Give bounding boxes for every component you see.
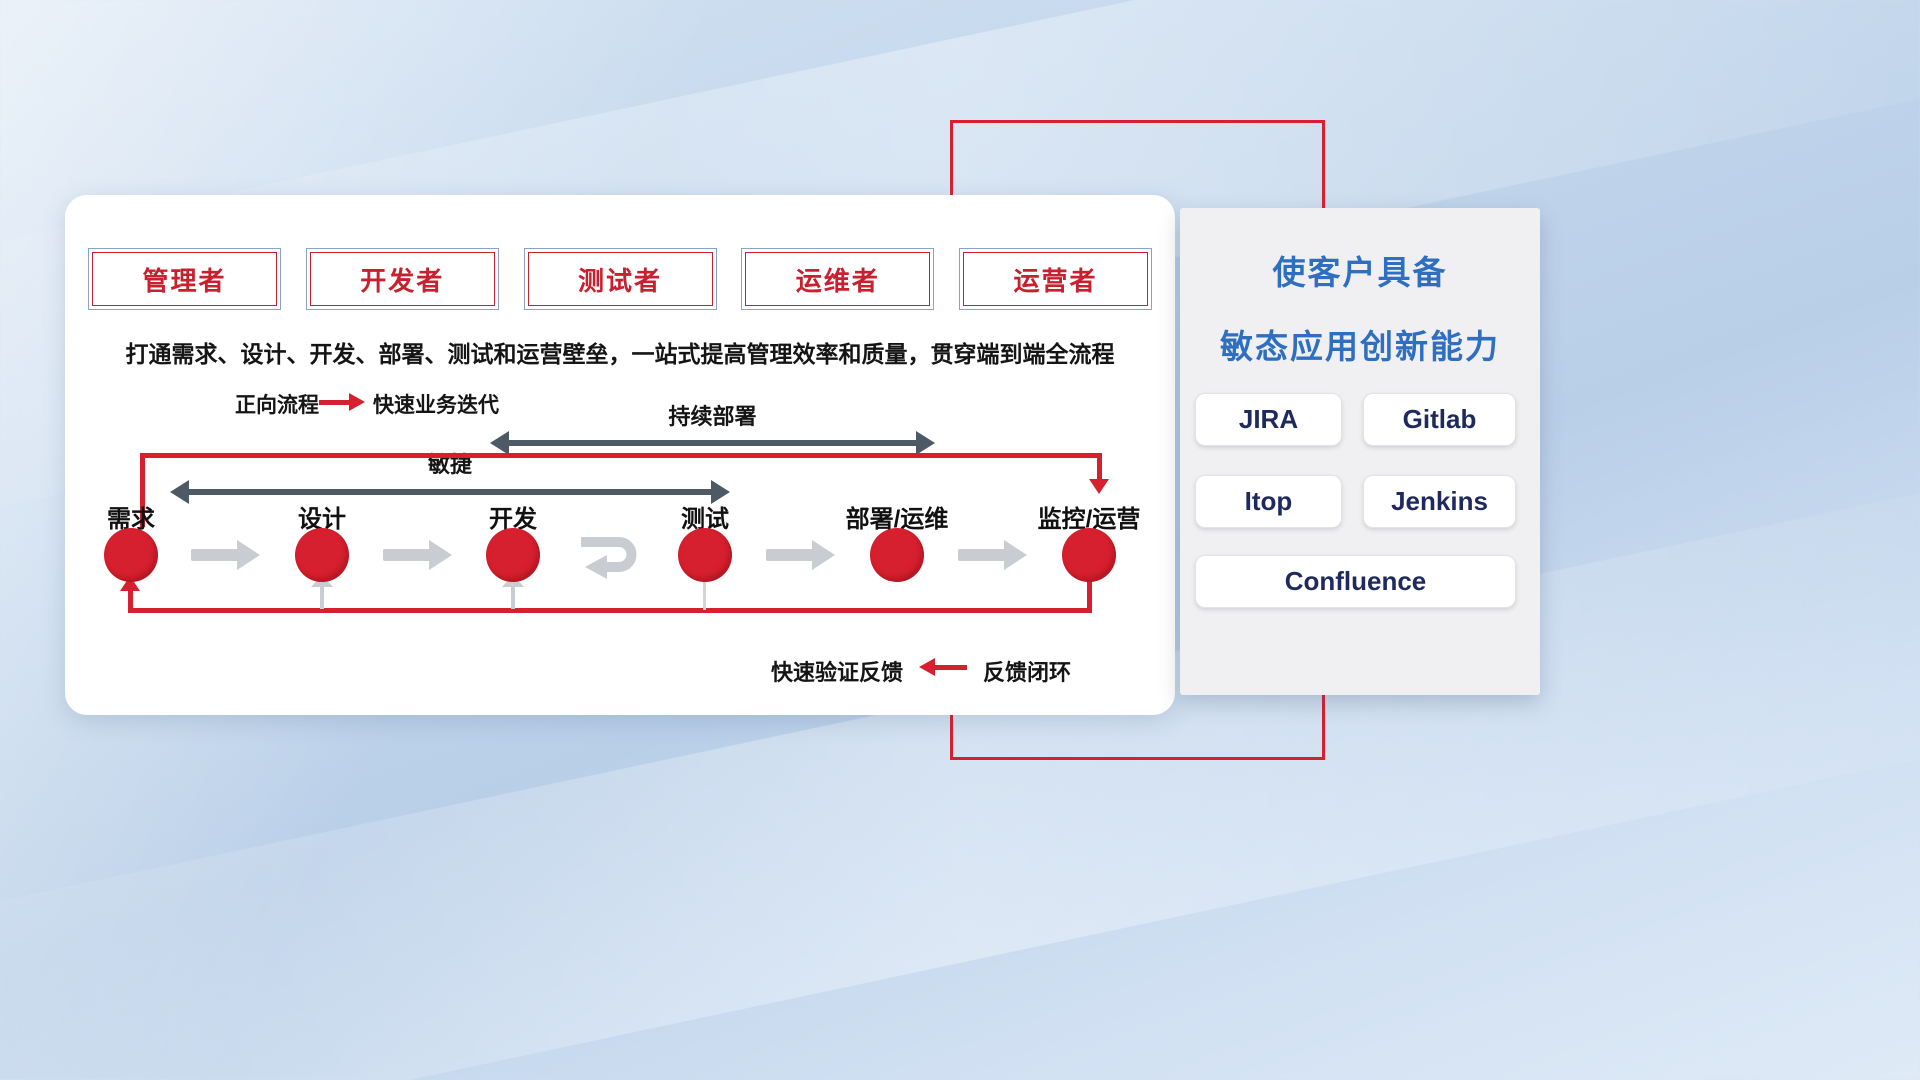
- iteration-uturn-arrow-icon: [581, 537, 637, 579]
- tool-badge-jenkins: Jenkins: [1363, 475, 1516, 528]
- span-label-agile: 敏捷: [427, 452, 472, 477]
- stage-node-development: [486, 528, 540, 582]
- capability-title-line2: 敏态应用创新能力: [1220, 328, 1500, 365]
- role-label: 管理者: [92, 252, 277, 306]
- process-panel: 管理者 开发者 测试者 运维者 运营者 打通需求、设计、开发、部署、测试和运营壁…: [65, 195, 1175, 715]
- role-box-developer: 开发者: [305, 248, 499, 310]
- forward-arrow-icon: [319, 393, 365, 411]
- tool-badge-jira: JIRA: [1195, 393, 1342, 446]
- roles-row: 管理者 开发者 测试者 运维者 运营者: [88, 248, 1152, 310]
- feedback-loop-left-line: [128, 591, 133, 613]
- feedback-loop-bottom-line: [128, 608, 1092, 613]
- stage-node-deploy-ops: [870, 528, 924, 582]
- role-label: 运营者: [963, 252, 1148, 306]
- flow-arrow-icon: [958, 540, 1028, 570]
- stage-node-monitor-ops: [1062, 528, 1116, 582]
- capability-title-line1: 使客户具备: [1272, 254, 1448, 291]
- forward-loop-left-line: [140, 453, 145, 527]
- role-box-tester: 测试者: [523, 248, 717, 310]
- flow-arrow-icon: [383, 540, 453, 570]
- legend-forward-desc: 快速业务迭代: [373, 394, 499, 417]
- flow-arrow-icon: [191, 540, 261, 570]
- stage-node-testing: [678, 528, 732, 582]
- test-feedback-connector-line: [703, 582, 706, 610]
- tool-badge-itop: Itop: [1195, 475, 1342, 528]
- role-label: 运维者: [745, 252, 931, 306]
- legend-feedback-label: 反馈闭环: [983, 660, 1072, 685]
- legend-feedback-desc: 快速验证反馈: [771, 660, 904, 685]
- role-box-business-ops: 运营者: [959, 248, 1152, 310]
- stage-node-requirements: [104, 528, 158, 582]
- panel-subtitle: 打通需求、设计、开发、部署、测试和运营壁垒，一站式提高管理效率和质量，贯穿端到端…: [125, 341, 1115, 367]
- forward-loop-arrowhead-icon: [1089, 479, 1109, 494]
- continuous-deployment-span-arrow-icon: [490, 431, 935, 455]
- role-box-manager: 管理者: [88, 248, 281, 310]
- feedback-loop-right-line: [1087, 580, 1092, 613]
- tool-badge-confluence: Confluence: [1195, 555, 1516, 608]
- flow-arrow-icon: [766, 540, 836, 570]
- role-box-operations: 运维者: [741, 248, 935, 310]
- tool-badge-gitlab: Gitlab: [1363, 393, 1516, 446]
- stage-node-design: [295, 528, 349, 582]
- role-label: 开发者: [309, 252, 495, 306]
- feedback-arrow-icon: [919, 658, 967, 676]
- capability-panel: 使客户具备 敏态应用创新能力 JIRA Gitlab Itop Jenkins …: [1180, 208, 1540, 695]
- agile-span-arrow-icon: [170, 480, 730, 504]
- forward-loop-right-line: [1097, 453, 1102, 481]
- forward-loop-top-line: [140, 453, 1102, 458]
- role-label: 测试者: [527, 252, 713, 306]
- span-label-continuous-deployment: 持续部署: [668, 404, 757, 429]
- legend-forward-label: 正向流程: [235, 394, 319, 417]
